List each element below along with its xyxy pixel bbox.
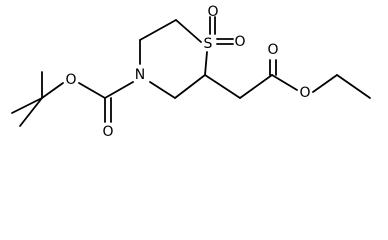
bond-ch2-ch3 xyxy=(336,74,371,99)
atom-o-carbamate-top: O xyxy=(65,72,76,88)
atom-o-ester-bottom: O xyxy=(299,85,310,101)
bond-ch-ch2 xyxy=(204,74,241,99)
atom-s: S xyxy=(204,36,213,52)
bond-ester-o-ch2 xyxy=(312,74,338,93)
atom-o-carbamate-bottom: O xyxy=(102,124,113,140)
bond-ch2-ch2-top xyxy=(139,19,177,41)
bond-carbonyl-ester-o xyxy=(271,74,298,91)
atom-n: N xyxy=(135,67,145,83)
bond-n-ch2-bottom xyxy=(149,81,176,99)
atom-o-sulfonyl-right: O xyxy=(234,34,245,50)
atom-labels: S O O N O O O O xyxy=(65,4,310,140)
bond-ch2-carbonyl xyxy=(239,74,273,99)
bond-ch-s xyxy=(204,51,208,76)
boc-group-bonds xyxy=(11,71,134,127)
chemical-structure-canvas: S O O N O O O O xyxy=(11,4,371,140)
bond-tert-methyl-left xyxy=(11,97,43,114)
bond-ch2-ch xyxy=(174,74,206,99)
bond-tert-methyl-down xyxy=(19,97,43,127)
atom-o-ester-top: O xyxy=(267,42,278,58)
chemical-structure: S O O N O O O O xyxy=(11,4,371,140)
sulfonyl-bonds xyxy=(209,16,234,45)
ester-side-chain-bonds xyxy=(204,59,371,99)
bond-n-carbonyl xyxy=(104,81,134,99)
bond-carbonyl-o-top xyxy=(78,82,106,99)
bond-o-tert-carbon xyxy=(41,82,64,99)
ring-bonds xyxy=(139,19,208,99)
bond-s-ch2-top xyxy=(175,19,202,43)
atom-o-sulfonyl-top: O xyxy=(207,4,218,20)
